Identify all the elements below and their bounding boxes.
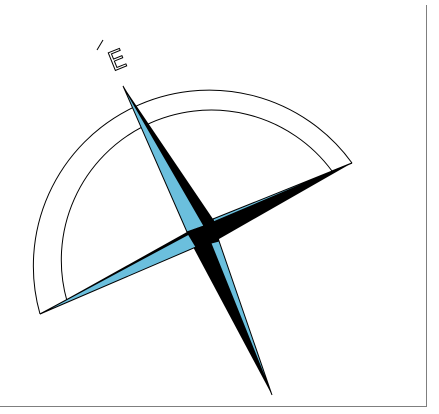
compass-point-north [123, 86, 213, 232]
direction-accent [97, 40, 103, 50]
compass-point-west [40, 226, 204, 314]
compass-point-south [192, 226, 272, 395]
direction-label: E [104, 44, 130, 78]
compass-point-east [204, 163, 352, 243]
